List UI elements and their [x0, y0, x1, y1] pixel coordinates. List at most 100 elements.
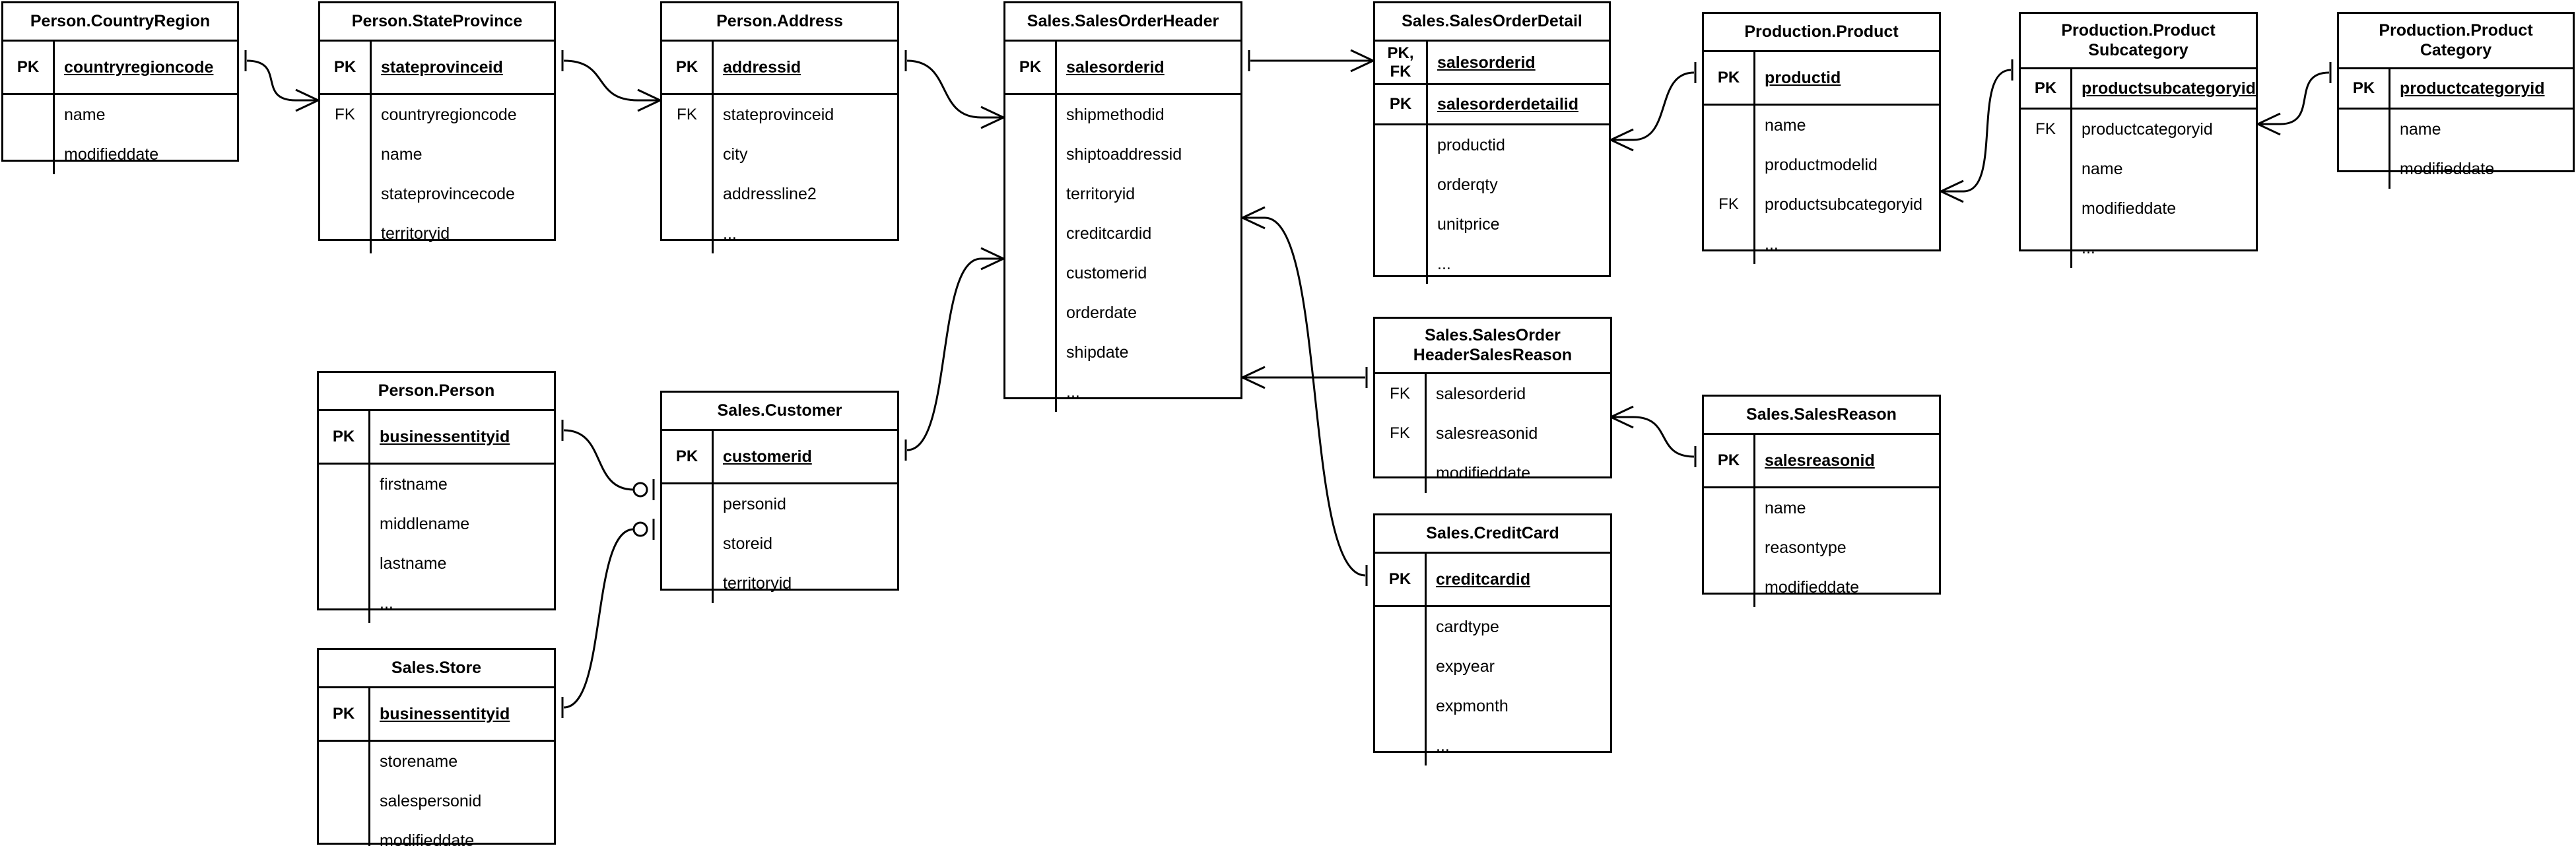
attribute-key-marker: PK	[1375, 554, 1427, 605]
attribute-row[interactable]: name	[1704, 488, 1939, 528]
attribute-row[interactable]: ...	[1005, 372, 1240, 412]
attribute-row[interactable]: middlename	[319, 504, 554, 544]
attribute-row[interactable]: ...	[2021, 228, 2256, 268]
attribute-key-marker	[319, 583, 370, 623]
attribute-row[interactable]: stateprovincecode	[320, 174, 554, 214]
attribute-name: salesreasonid	[1765, 451, 1875, 470]
attribute-row[interactable]: addressline2	[662, 174, 897, 214]
attribute-row[interactable]: ...	[1704, 224, 1939, 264]
attribute-row[interactable]: reasontype	[1704, 528, 1939, 568]
attribute-name: productid	[1437, 136, 1505, 154]
attribute-row[interactable]: modifieddate	[2339, 149, 2573, 189]
attribute-row[interactable]: productmodelid	[1704, 145, 1939, 185]
attribute-row[interactable]: territoryid	[1005, 174, 1240, 214]
attribute-key-marker: PK	[319, 688, 370, 740]
attribute-key-marker: PK	[662, 431, 714, 482]
attribute-key-marker	[1375, 647, 1427, 686]
attribute-row[interactable]: territoryid	[320, 214, 554, 253]
attribute-row[interactable]: ...	[1375, 244, 1609, 284]
attribute-row[interactable]: expmonth	[1375, 686, 1610, 726]
attribute-row[interactable]: salespersonid	[319, 781, 554, 821]
attribute-row[interactable]: modifieddate	[319, 821, 554, 846]
attribute-row[interactable]: modifieddate	[1375, 453, 1610, 493]
entity-title: Sales.SalesOrderHeader	[1005, 3, 1240, 42]
attribute-row[interactable]: orderdate	[1005, 293, 1240, 333]
attribute-name: middlename	[380, 515, 470, 533]
rel-salesorderheader-salesorderheadersalesreason	[1242, 366, 1368, 389]
attribute-row[interactable]: modifieddate	[1704, 568, 1939, 607]
attribute-key-marker	[3, 135, 55, 174]
attribute-row[interactable]: ...	[662, 214, 897, 253]
attribute-row[interactable]: name	[2339, 110, 2573, 149]
attribute-row[interactable]: city	[662, 135, 897, 174]
attribute-row[interactable]: ...	[1375, 726, 1610, 765]
attribute-row[interactable]: cardtype	[1375, 607, 1610, 647]
attribute-row[interactable]: productid	[1375, 125, 1609, 165]
attribute-row[interactable]: unitprice	[1375, 205, 1609, 244]
attribute-key-marker	[1005, 253, 1057, 293]
attribute-row[interactable]: territoryid	[662, 564, 897, 603]
attribute-row[interactable]: modifieddate	[3, 135, 237, 174]
attribute-row[interactable]: name	[320, 135, 554, 174]
attribute-row[interactable]: orderqty	[1375, 165, 1609, 205]
attribute-name: creditcardid	[1066, 224, 1152, 243]
attribute-row[interactable]: shipmethodid	[1005, 95, 1240, 135]
attribute-row[interactable]: customerid	[1005, 253, 1240, 293]
attribute-row[interactable]: name	[2021, 149, 2256, 189]
attribute-key-marker	[1704, 106, 1755, 145]
attribute-row[interactable]: personid	[662, 484, 897, 524]
attribute-key-marker	[1005, 135, 1057, 174]
attribute-key-marker: PK, FK	[1375, 42, 1428, 83]
attribute-row[interactable]: name	[3, 95, 237, 135]
attribute-row[interactable]: shipdate	[1005, 333, 1240, 372]
attribute-row[interactable]: creditcardid	[1005, 214, 1240, 253]
attribute-row[interactable]: firstname	[319, 465, 554, 504]
attribute-row[interactable]: name	[1704, 106, 1939, 145]
attribute-name: countryregioncode	[64, 58, 214, 77]
attribute-row[interactable]: ...	[319, 583, 554, 623]
attribute-row[interactable]: modifieddate	[2021, 189, 2256, 228]
attribute-row[interactable]: lastname	[319, 544, 554, 583]
attribute-row[interactable]: expyear	[1375, 647, 1610, 686]
attribute-row[interactable]: storeid	[662, 524, 897, 564]
attribute-row[interactable]: storename	[319, 742, 554, 781]
attribute-row[interactable]: shiptoaddressid	[1005, 135, 1240, 174]
